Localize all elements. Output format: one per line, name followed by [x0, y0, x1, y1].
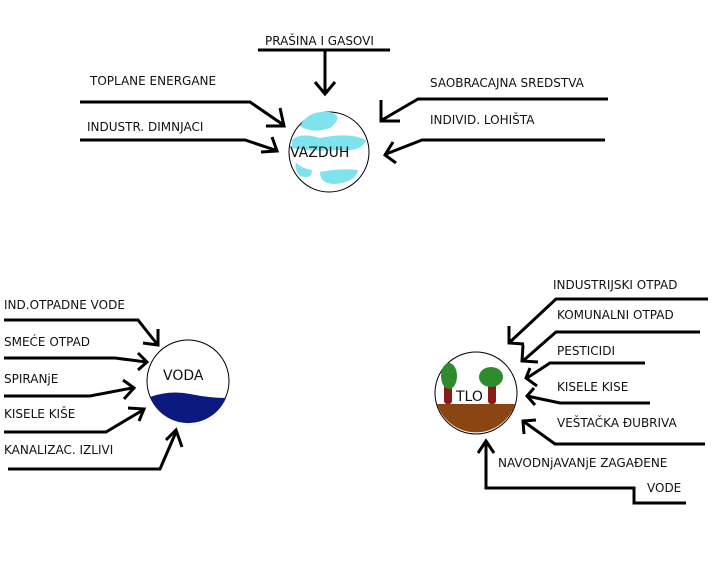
soil-fill	[437, 404, 515, 433]
arrow-head-icon	[260, 136, 280, 154]
arrow-head-icon	[122, 378, 137, 401]
arrow-head-icon	[507, 326, 525, 346]
air-source-line	[80, 138, 276, 152]
soil-source-line	[523, 330, 700, 362]
water-source-label: SMEĆE OTPAD	[4, 334, 90, 349]
water-circle: VODA	[146, 339, 230, 424]
air-source-line	[381, 97, 608, 122]
soil-source-line	[526, 361, 645, 380]
air-circle: VAZDUH	[288, 111, 370, 193]
arrow-head-icon	[382, 141, 397, 165]
soil-source-line	[526, 394, 650, 405]
air-source-label: INDIVID. LOHIŠTA	[430, 112, 535, 127]
arrow-head-icon	[524, 367, 538, 388]
soil-title: TLO	[455, 389, 483, 405]
soil-source-line	[484, 442, 686, 505]
arrow-head-icon	[525, 387, 537, 406]
soil-source-label: PESTICIDI	[557, 344, 615, 358]
arrow-head-icon	[127, 406, 147, 422]
water-title: VODA	[163, 368, 204, 384]
water-source-label: SPIRANjE	[4, 372, 58, 386]
arrow-head-icon	[520, 344, 539, 364]
arrow-head-icon	[521, 418, 537, 435]
air-source-label: TOPLANE ENERGANE	[89, 74, 216, 88]
tree-crown-right	[479, 367, 503, 387]
soil-source-label: KOMUNALNI OTPAD	[557, 308, 674, 322]
tree-trunk-left	[444, 384, 452, 404]
arrow-head-icon	[476, 438, 496, 454]
water-fill	[150, 392, 226, 424]
water-source-line	[4, 318, 159, 345]
tree-crown-left	[441, 363, 457, 389]
air-source-line	[80, 100, 283, 126]
air-title: VAZDUH	[290, 145, 349, 161]
water-source-line	[4, 408, 144, 434]
water-source-label: KANALIZAC. IZLIVI	[4, 443, 113, 457]
arrow-head-icon	[313, 81, 337, 97]
soil-source-label: VEŠTAČKA ĐUBRIVA	[557, 415, 677, 430]
air-cloud-4	[320, 169, 358, 184]
arrow-head-icon	[142, 329, 160, 347]
soil-circle: TLO	[434, 351, 518, 435]
arrow-head-icon	[379, 100, 400, 123]
air-group: VAZDUH PRAŠINA I GASOVI TOPLANE ENERGANE…	[80, 33, 608, 193]
water-source-line	[8, 431, 178, 471]
air-cloud-2	[292, 135, 366, 151]
soil-group: TLO INDUSTRIJSKI OTPAD KOMUNALNI OTPAD P…	[434, 278, 708, 505]
water-group: VODA IND.OTPADNE VODE SMEĆE OTPAD SPIRAN…	[4, 298, 230, 471]
tree-trunk-right	[488, 382, 496, 404]
arrow-head-icon	[136, 351, 150, 372]
arrow-head-icon	[164, 427, 184, 448]
soil-source-label: INDUSTRIJSKI OTPAD	[553, 278, 677, 292]
air-cloud-3	[295, 162, 312, 178]
soil-source-label: NAVODNjAVANjE ZAGAĐENE	[498, 456, 667, 470]
soil-source-line	[508, 297, 708, 344]
water-source-label: KISELE KIŠE	[4, 406, 75, 421]
air-cloud-1	[300, 111, 338, 131]
water-source-line	[4, 386, 133, 398]
arrow-head-icon	[266, 107, 286, 128]
water-source-label: IND.OTPADNE VODE	[4, 298, 125, 312]
air-source-label: SAOBRACAJNA SREDSTVA	[430, 76, 585, 90]
air-source-label: INDUSTR. DIMNJACI	[87, 120, 203, 134]
soil-source-line	[522, 419, 705, 446]
soil-source-label: KISELE KISE	[557, 380, 628, 394]
water-source-line	[4, 356, 147, 364]
soil-source-label: VODE	[647, 481, 681, 495]
air-source-label: PRAŠINA I GASOVI	[265, 33, 374, 48]
air-source-line	[385, 138, 605, 156]
